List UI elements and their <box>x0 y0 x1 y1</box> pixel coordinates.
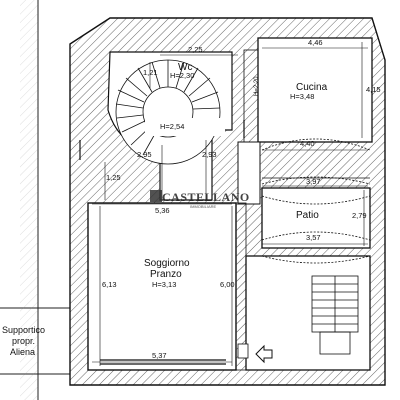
dim-440: 4,40 <box>300 139 315 148</box>
dim-121: 1,21 <box>143 68 158 77</box>
side-height: H=2,20 <box>254 76 260 96</box>
dimension-lines <box>92 42 368 366</box>
room-wc-name: Wc <box>178 62 192 73</box>
watermark: CASTELLANO IMMOBILIARE <box>150 190 250 209</box>
dim-600: 6,00 <box>220 280 235 289</box>
neighbor-line2: propr. <box>12 336 35 346</box>
watermark-mark <box>150 190 162 202</box>
column-small <box>237 343 249 359</box>
room-cucina <box>257 37 373 143</box>
dim-279: 2,79 <box>352 211 367 220</box>
neighbor-hatch-top <box>20 0 38 400</box>
dim-125: 1,25 <box>106 173 121 182</box>
landing-height: H=2,54 <box>160 122 184 131</box>
straight-stair <box>311 275 359 355</box>
arrow-left-icon <box>255 344 273 364</box>
room-wc-height: H=2,30 <box>170 71 194 80</box>
neighbor-line3: Aliena <box>10 347 35 357</box>
openings <box>79 120 245 365</box>
dim-357: 3,57 <box>306 233 321 242</box>
neighbor-line1: Supportico <box>2 325 45 335</box>
room-soggiorno <box>87 202 237 371</box>
dim-397: 3,97 <box>306 177 321 186</box>
room-soggiorno-height: H=3,13 <box>152 280 176 289</box>
room-cucina-name: Cucina <box>296 82 328 93</box>
dim-537: 5,37 <box>152 351 167 360</box>
dim-top-225: 2,25 <box>188 45 203 54</box>
dim-613: 6,13 <box>102 280 117 289</box>
landing-area <box>145 118 225 136</box>
watermark-sub: IMMOBILIARE <box>190 204 217 209</box>
room-cucina-height: H=3,48 <box>290 92 314 101</box>
room-soggiorno-name1: Soggiorno <box>144 258 190 269</box>
room-patio <box>261 187 371 249</box>
room-patio-name: Patio <box>296 210 319 221</box>
dim-536: 5,36 <box>155 206 170 215</box>
spiral-stair-icon <box>115 59 221 165</box>
dim-293: 2,93 <box>202 150 217 159</box>
dim-top-446: 4,46 <box>308 38 323 47</box>
dim-415: 4,15 <box>366 85 381 94</box>
watermark-brand: CASTELLANO <box>162 190 250 204</box>
corridor <box>237 141 261 205</box>
door-swings <box>261 138 371 264</box>
dim-295: 2,95 <box>137 150 152 159</box>
room-soggiorno-name2: Pranzo <box>150 269 182 280</box>
